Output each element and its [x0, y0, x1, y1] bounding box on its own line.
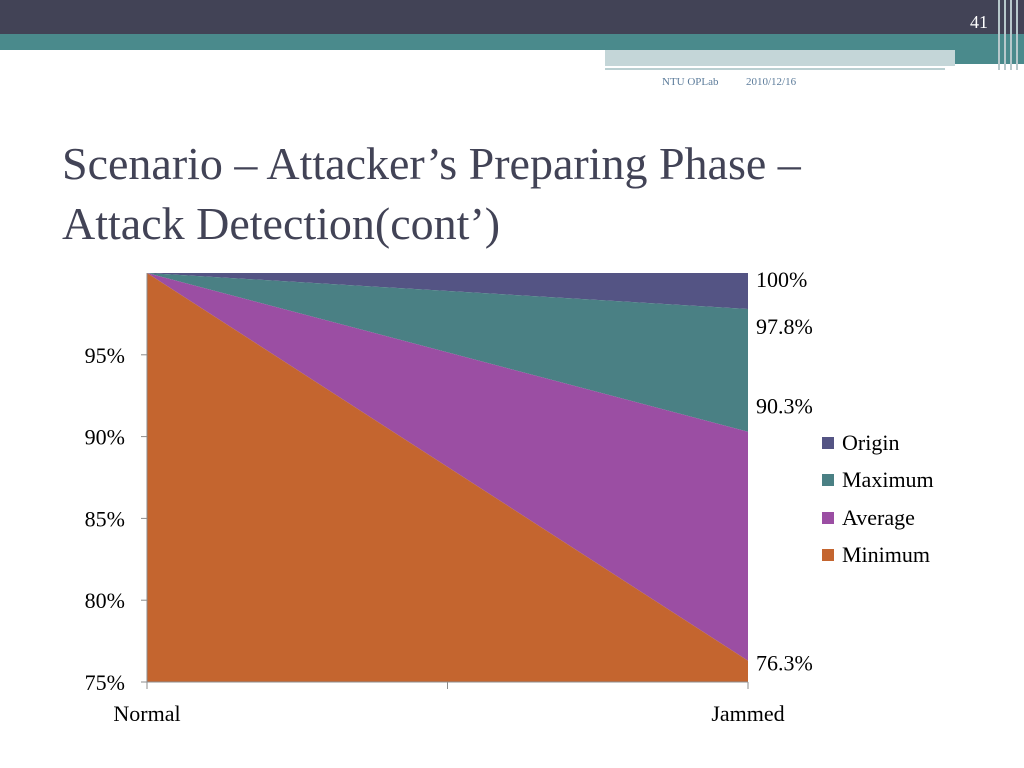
legend-label: Minimum [842, 542, 931, 568]
slide-title-line-2: Attack Detection(cont’) [62, 198, 501, 249]
footer-organization: NTU OPLab [662, 76, 719, 88]
area-series-minimum [147, 273, 748, 682]
legend-label: Maximum [842, 467, 934, 493]
legend-swatch [822, 436, 834, 449]
legend-item-average: Average [822, 499, 934, 537]
y-tick-label: 80% [85, 588, 125, 613]
data-value-label: 97.8% [756, 314, 813, 339]
legend-swatch [822, 549, 834, 562]
area-series-maximum [147, 273, 748, 432]
x-category-label: Jammed [711, 701, 784, 726]
page-number: 41 [970, 12, 988, 32]
x-category-label: Normal [113, 701, 180, 726]
slide-title-line-1: Scenario – Attacker’s Preparing Phase – [62, 138, 801, 189]
y-tick-label: 90% [85, 425, 125, 450]
footer-date: 2010/12/16 [746, 76, 797, 88]
header-light-band [605, 50, 955, 66]
legend-item-minimum: Minimum [822, 537, 934, 575]
legend-item-origin: Origin [822, 424, 934, 462]
legend-label: Origin [842, 429, 900, 455]
data-value-label: 90.3% [756, 394, 813, 419]
y-tick-label: 85% [85, 506, 125, 531]
y-tick-label: 75% [85, 670, 125, 695]
legend-swatch [822, 511, 834, 524]
header-decorative-lines [996, 0, 1024, 70]
data-value-label: 76.3% [756, 651, 813, 676]
legend-label: Average [842, 504, 915, 530]
legend-swatch [822, 474, 834, 487]
y-tick-label: 95% [85, 343, 125, 368]
data-value-label: 100% [756, 267, 807, 292]
header-bar [0, 0, 1024, 34]
header-divider-line [605, 68, 945, 70]
legend-item-maximum: Maximum [822, 462, 934, 500]
slide-title: Scenario – Attacker’s Preparing Phase – … [62, 134, 962, 254]
